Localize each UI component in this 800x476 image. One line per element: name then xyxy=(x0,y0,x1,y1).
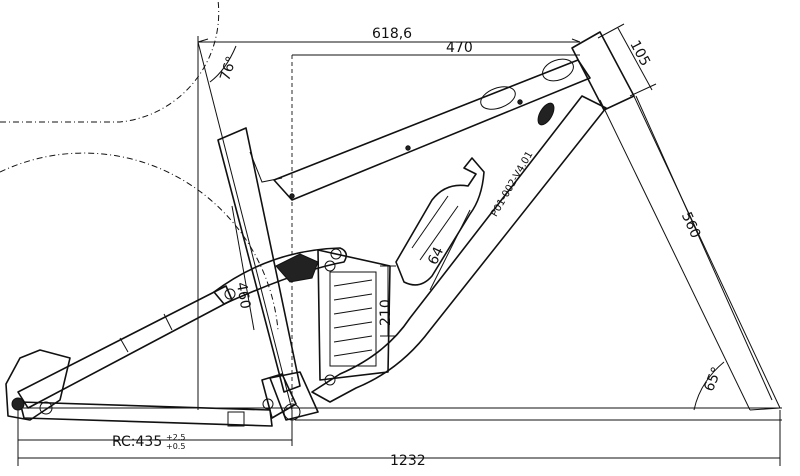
chainstay-yoke xyxy=(227,411,245,427)
chainstay-tolerance-minus: +0.5 xyxy=(166,442,185,451)
head-tube-dimension: 105 xyxy=(597,23,657,97)
shock-body xyxy=(329,271,377,367)
head-tube-value: 105 xyxy=(626,38,653,69)
chain-stay xyxy=(19,401,273,427)
head-angle-value: 65° xyxy=(701,365,725,394)
frame-model-label: P01-002-V4.01 xyxy=(489,150,535,219)
chainstay-dimension: RC:435 +2.5 +0.5 xyxy=(18,410,293,451)
top-wheel-arc xyxy=(0,0,220,123)
rear-shock xyxy=(324,260,377,386)
bb-circle xyxy=(283,403,301,421)
head-tube xyxy=(571,31,635,111)
bottle-cage-dimension: 64 xyxy=(425,209,471,291)
top-length-dimension: 618,6 xyxy=(197,26,581,410)
bottle-cage-value: 64 xyxy=(425,244,447,267)
fork-length-dimension: 560 xyxy=(599,91,781,411)
lower-link xyxy=(261,373,297,419)
shock-mount xyxy=(317,249,391,381)
top-tube xyxy=(273,59,591,201)
front-triangle xyxy=(217,31,635,421)
rocker-link xyxy=(213,247,348,305)
seat-angle-dimension: 76° xyxy=(197,41,293,411)
chainstay-value: RC:435 xyxy=(112,434,162,450)
seat-tube xyxy=(217,127,301,393)
rear-dropout xyxy=(5,349,71,421)
down-tube xyxy=(311,95,607,403)
seat-angle-value: 76° xyxy=(217,54,240,83)
bottom-bracket xyxy=(269,371,319,421)
chainstay-tolerance-plus: +2.5 xyxy=(166,433,185,442)
head-angle-dimension: 65° xyxy=(693,361,725,411)
wheelbase-value: 1232 xyxy=(390,453,426,469)
cable-guides xyxy=(289,58,574,199)
shock-length-dimension: 210 xyxy=(378,265,396,337)
rear-wheel-arc xyxy=(0,152,279,331)
top-length-value: 618,6 xyxy=(372,26,412,42)
shock-length-value: 210 xyxy=(378,299,394,326)
wheelbase-dimension: 1232 xyxy=(17,410,781,469)
reach-value: 470 xyxy=(446,40,473,56)
water-bottle xyxy=(395,157,485,286)
reach-dimension: 470 xyxy=(291,40,580,410)
